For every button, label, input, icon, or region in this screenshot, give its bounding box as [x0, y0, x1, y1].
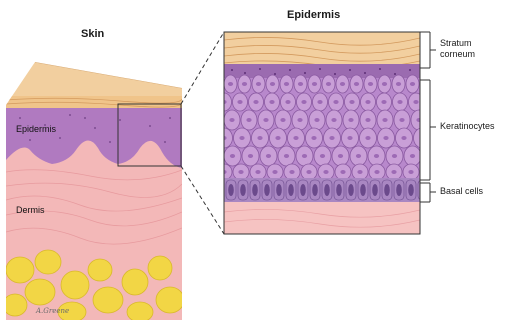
label-brackets — [420, 32, 436, 202]
basal-cells-label: Basal cells — [440, 186, 483, 197]
epidermis-title: Epidermis — [287, 9, 340, 22]
epidermis-detail — [216, 32, 440, 234]
skin-title: Skin — [81, 28, 104, 41]
zoom-connector-top — [181, 32, 224, 104]
stratum-corneum-label: Stratum corneum — [440, 38, 475, 60]
zoom-connector-bottom — [181, 166, 224, 234]
stratum-label-line1: Stratum — [440, 38, 472, 48]
artist-signature: A.Greene — [36, 307, 69, 315]
skin-section — [3, 62, 184, 320]
dermis-label: Dermis — [16, 205, 45, 216]
keratinocytes-label: Keratinocytes — [440, 121, 495, 132]
epidermis-label: Epidermis — [16, 124, 56, 135]
stratum-label-line2: corneum — [440, 49, 475, 59]
